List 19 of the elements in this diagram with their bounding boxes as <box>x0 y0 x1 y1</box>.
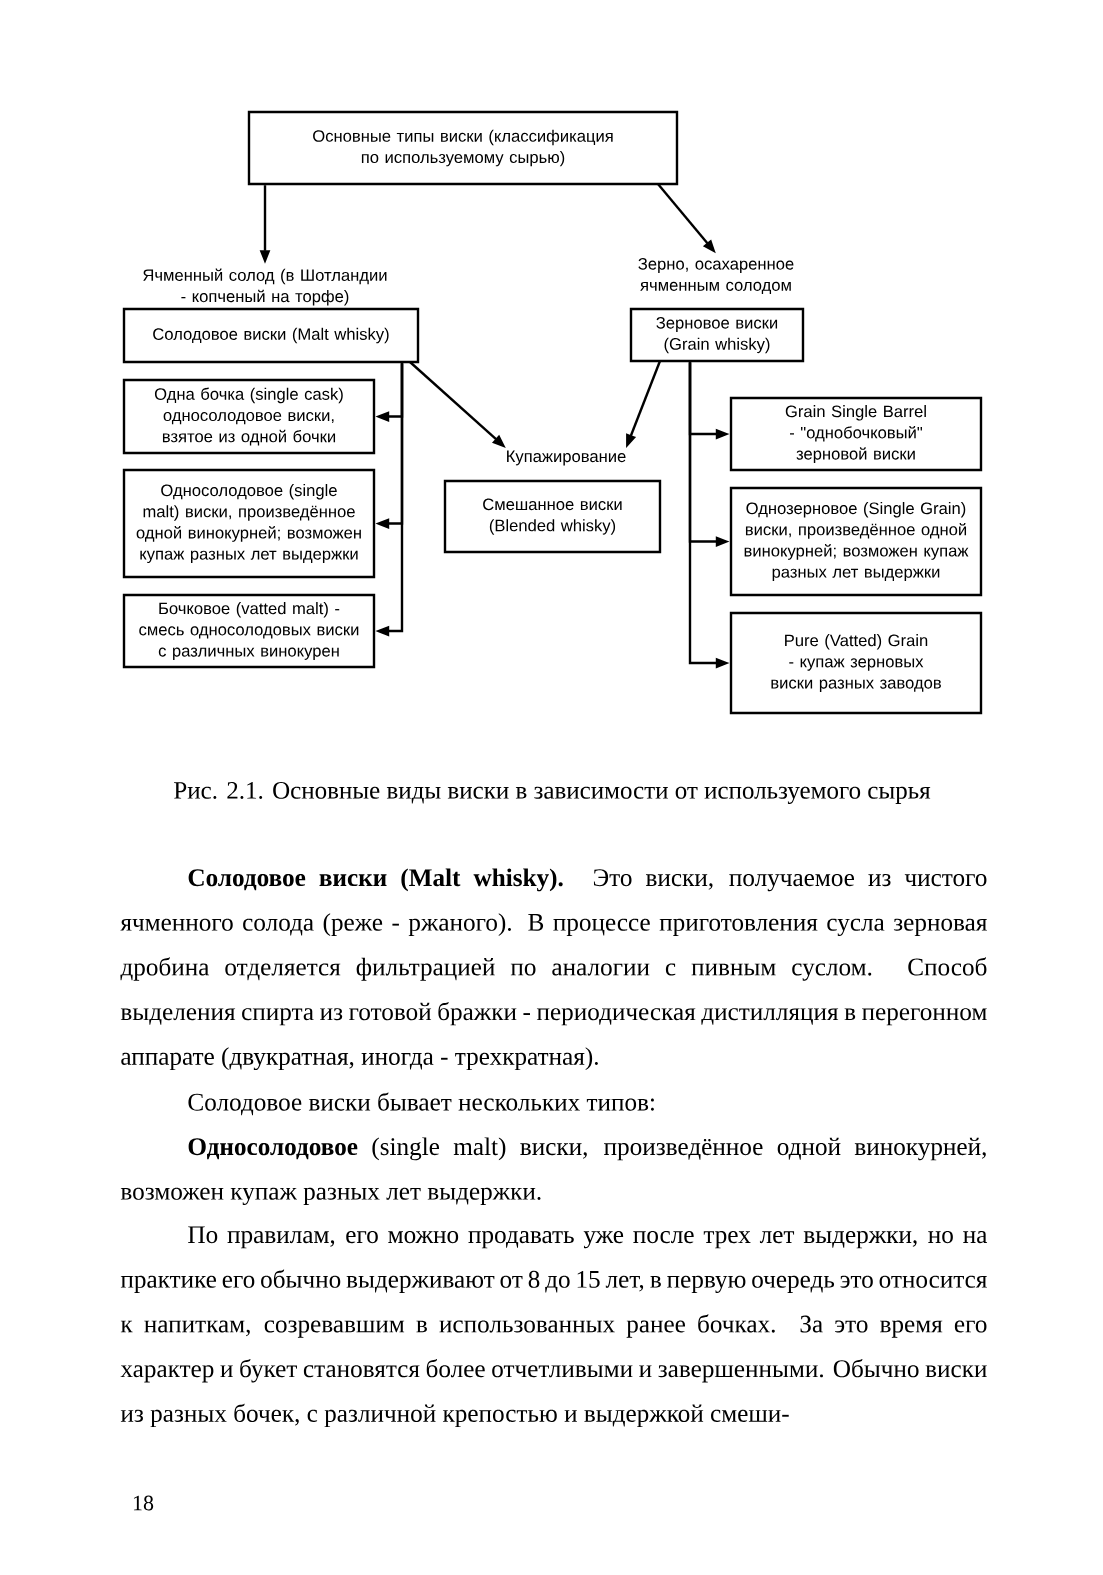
category-box: Смешанное виски (Blended whisky) <box>443 479 662 554</box>
figure-caption: Рис. 2.1. Основные виды виски в зависимости от используемого сырья <box>174 782 931 804</box>
category-box: Односолодовое (single malt) виски, произведённое одной винокурней; возможен купаж разных лет выдержки <box>122 468 376 579</box>
category-box: Солодовое виски (Malt whisky) <box>122 307 420 364</box>
page-number: 18 <box>133 1495 154 1511</box>
node-caption: Зерно, осахаренное ячменным солодом <box>638 258 794 295</box>
category-box: Grain Single Barrel - "однобочковый" зерновой виски <box>729 396 983 472</box>
category-box: Одна бочка (single cask) односолодовое виски, взятое из одной бочки <box>122 378 376 455</box>
node-caption: Купажирование <box>507 450 626 466</box>
body-paragraph: Солодовое виски (Malt whisky). Это виски, получаемое из чистого ячменного солода (реже - ржаного). В процессе приготовления сусла зерновая дробина отделяется фильтрацией по аналогии с пивным суслом. Способ выделения спирта из готовой бражки - периодическая дистилляция в перегонном аппарате (двукратная, иногда - трехкратная). <box>120 868 987 1071</box>
body-paragraph: По правилам, его можно продавать уже после трех лет выдержки, но на практике его обычно выдерживают от 8 до 15 лет, в первую очередь это относится к напиткам, созревавшим в использованных ранее бочках. За это время его характер и букет становятся более отчетливыми и завершенными. Обычно виски из разных бочек, с различной крепостью и выдержкой смеши- <box>120 1226 987 1428</box>
node-caption: Ячменный солод (в Шотландии - копченый на торфе) <box>143 268 387 306</box>
category-box: Основные типы виски (классификация по используемому сырью) <box>247 110 679 186</box>
category-box: Зерновое виски (Grain whisky) <box>629 307 805 363</box>
body-paragraph: Солодовое виски бывает нескольких типов: <box>188 1092 654 1116</box>
category-box: Pure (Vatted) Grain - купаж зерновых виски разных заводов <box>729 611 983 715</box>
category-box: Бочковое (vatted malt) - смесь односолодовых виски с различных винокурен <box>122 593 376 669</box>
category-box: Однозерновое (Single Grain) виски, произведённое одной винокурней; возможен купаж разных лет выдержки <box>729 486 983 597</box>
body-paragraph: Односолодовое (single malt) виски, произведённое одной винокурней, возможен купаж разных лет выдержки. <box>120 1137 986 1205</box>
